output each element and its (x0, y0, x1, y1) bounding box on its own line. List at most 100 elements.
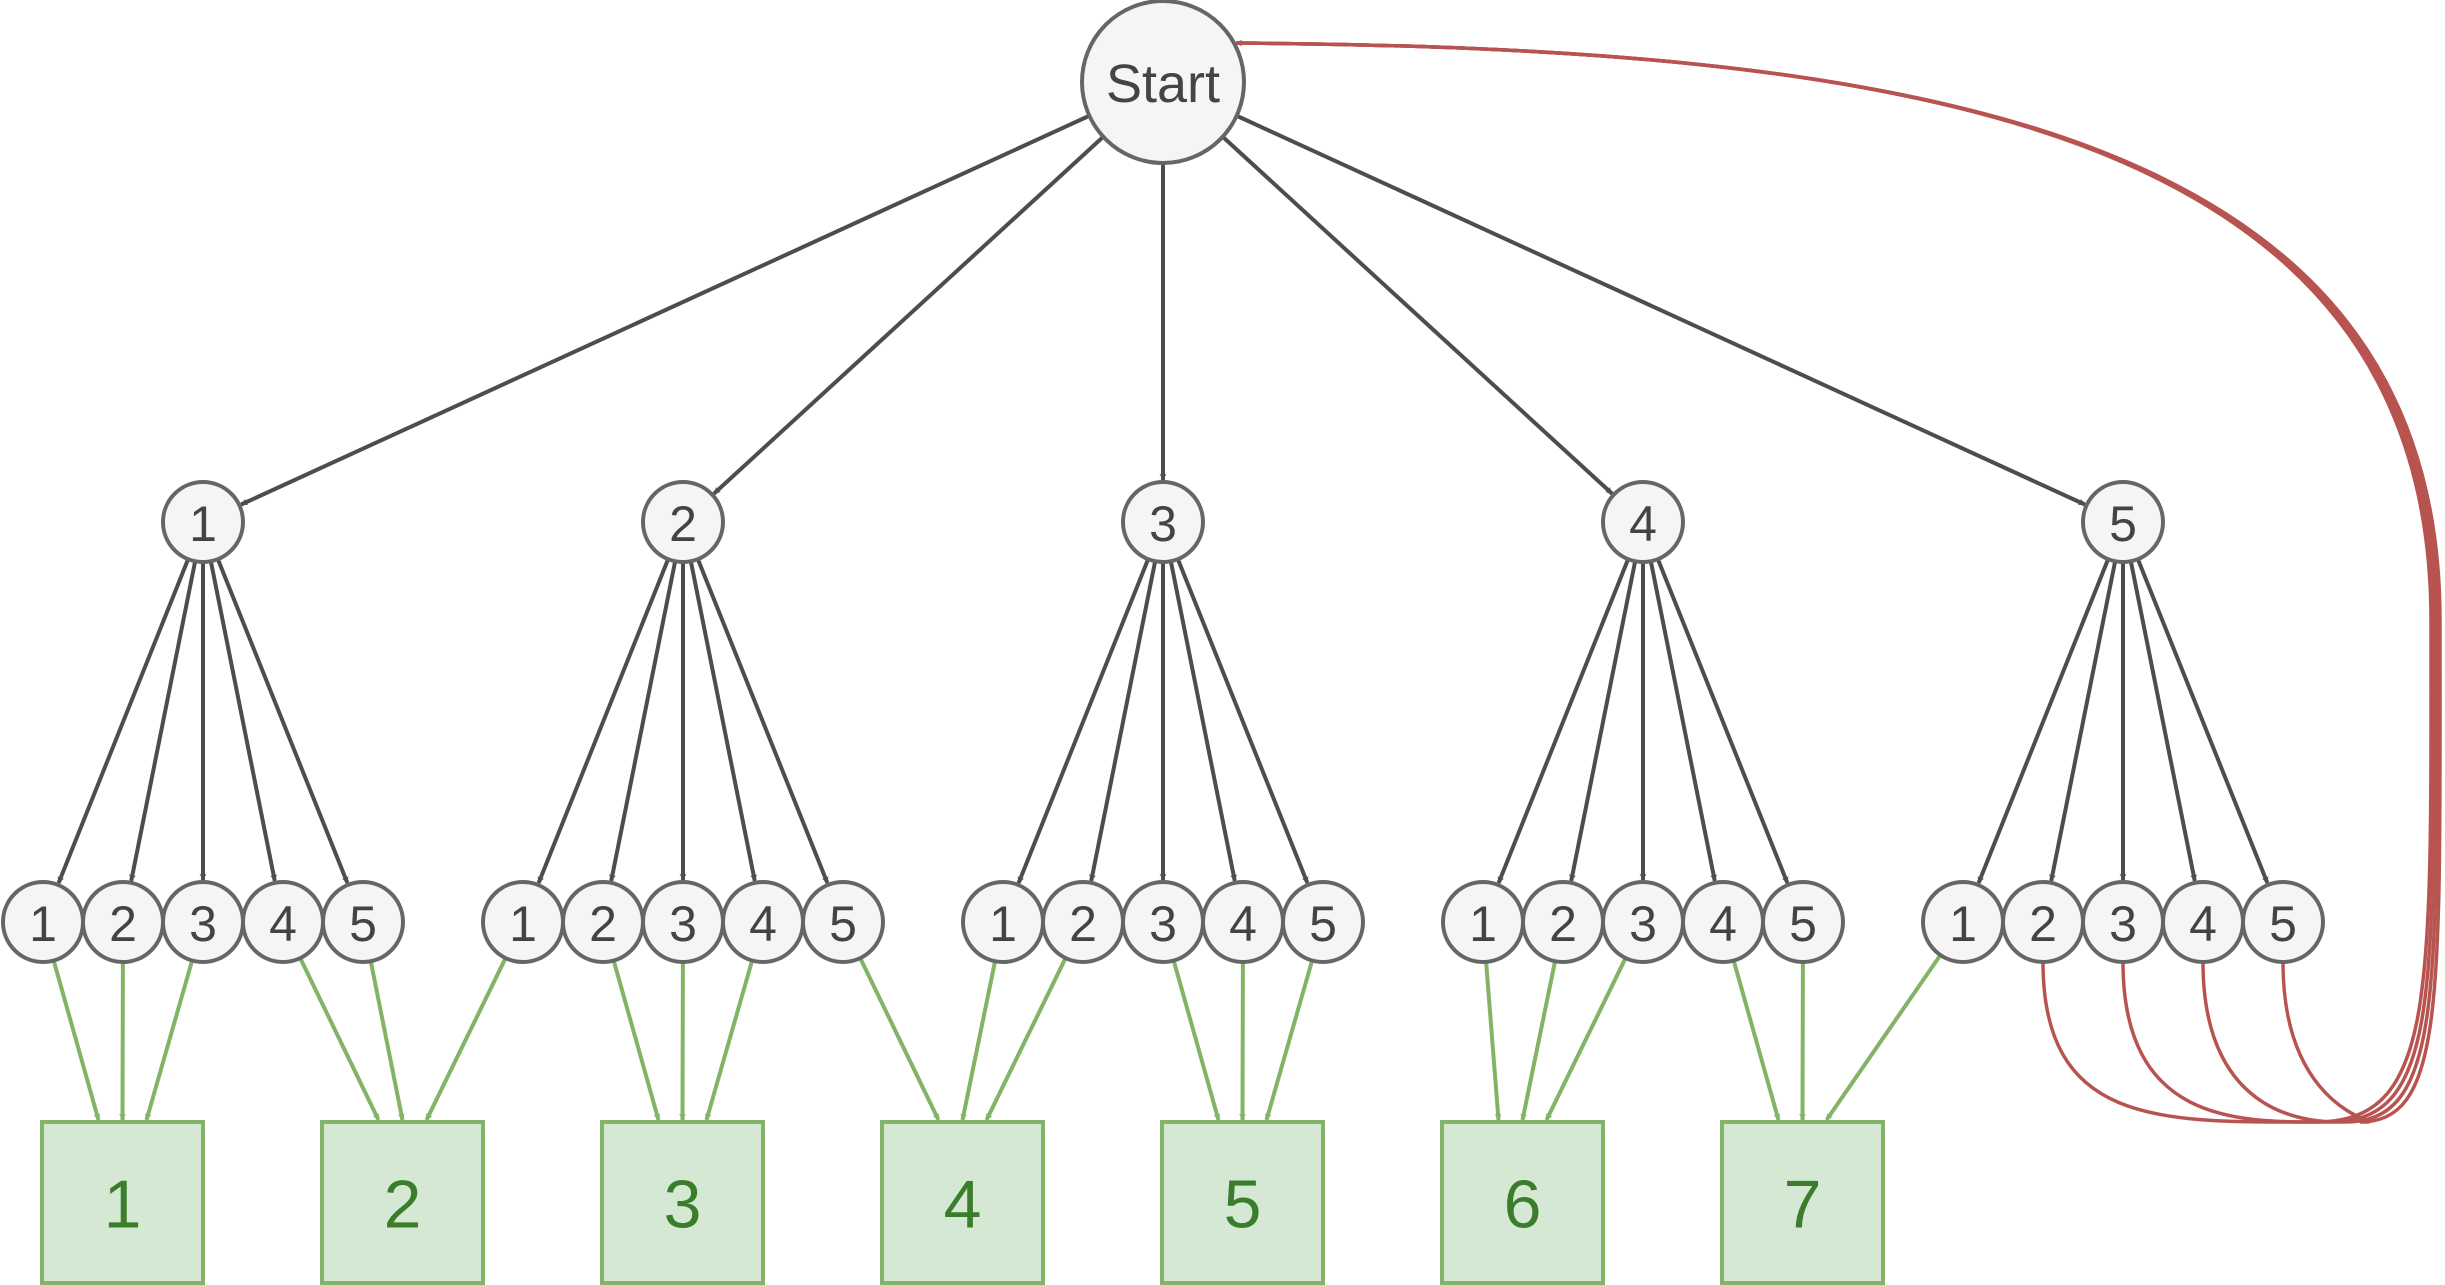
edge-g4-n1-to-result-6 (1484, 961, 1502, 1121)
edge-l1-2-to-l2-5 (695, 558, 830, 884)
level2-node-label: 1 (29, 896, 57, 952)
level2-node-g2-1[interactable]: 1 (481, 880, 565, 964)
edge-g4-n4-to-result-7 (1731, 960, 1781, 1121)
edge-g5-n4-loop-to-start (1235, 41, 2439, 1124)
level2-node-g5-2[interactable]: 2 (2001, 880, 2085, 964)
level2-node-g5-5[interactable]: 5 (2241, 880, 2325, 964)
edge-start-to-l1-1 (240, 113, 1091, 507)
edge-g5-n3-loop-to-start (1235, 41, 2436, 1124)
edge-l1-4-to-l2-1 (1496, 558, 1631, 884)
level2-node-circle (801, 880, 885, 964)
level2-node-label: 2 (109, 896, 137, 952)
level2-node-label: 3 (669, 896, 697, 952)
edge-l1-4-to-l2-2 (1569, 560, 1638, 882)
edge-g2-n5-to-result-4 (858, 957, 941, 1121)
edge-l1-3-to-l2-5 (1175, 558, 1310, 884)
edge-g5-n5-loop-to-start (1235, 41, 2442, 1124)
result-box-7[interactable]: 7 (1720, 1120, 1885, 1285)
result-box-1[interactable]: 1 (40, 1120, 205, 1285)
level2-node-g5-1[interactable]: 1 (1921, 880, 2005, 964)
level1-node-label: 4 (1629, 496, 1657, 552)
level2-node-g1-3[interactable]: 3 (161, 880, 245, 964)
start-node-circle (1080, 0, 1246, 165)
edge-g2-n4-to-result-3 (704, 959, 755, 1121)
level2-node-g4-2[interactable]: 2 (1521, 880, 1605, 964)
edge-l1-1-to-l2-2 (129, 560, 198, 882)
result-box-rect (880, 1120, 1045, 1285)
level2-node-label: 3 (189, 896, 217, 952)
level1-node-1[interactable]: 1 (161, 480, 245, 564)
level2-node-g1-1[interactable]: 1 (1, 880, 85, 964)
level2-node-g1-4[interactable]: 4 (241, 880, 325, 964)
edge-l1-4-to-l2-4 (1648, 560, 1717, 882)
level1-node-circle (1121, 480, 1205, 564)
level2-node-g5-4[interactable]: 4 (2161, 880, 2245, 964)
edge-l1-5-to-l2-4 (2128, 560, 2197, 882)
level2-node-label: 2 (589, 896, 617, 952)
level1-node-circle (161, 480, 245, 564)
level2-node-label: 4 (269, 896, 297, 952)
level1-node-circle (1601, 480, 1685, 564)
level2-node-g2-5[interactable]: 5 (801, 880, 885, 964)
edge-g1-n5-to-result-2 (368, 960, 405, 1121)
edges-layer (51, 39, 2442, 1124)
edge-g5-n2-loop-to-start (1235, 39, 2433, 1124)
level2-node-g5-3[interactable]: 3 (2081, 880, 2165, 964)
edge-g3-n2-to-result-4 (984, 957, 1068, 1121)
edge-start-to-l1-5 (1235, 113, 2086, 507)
edge-l1-2-to-l2-4 (688, 560, 757, 882)
edge-g2-n2-to-result-3 (611, 960, 661, 1121)
edge-start-to-l1-2 (712, 135, 1105, 496)
edge-start-to-l1-4 (1221, 135, 1614, 496)
level2-node-circle (2241, 880, 2325, 964)
result-box-label: 1 (104, 1167, 142, 1243)
level2-node-label: 4 (1709, 896, 1737, 952)
level2-node-label: 5 (349, 896, 377, 952)
edge-g3-n5-to-result-5 (1264, 959, 1315, 1121)
start-node-label: Start (1106, 54, 1220, 114)
level1-node-5[interactable]: 5 (2081, 480, 2165, 564)
level1-node-2[interactable]: 2 (641, 480, 725, 564)
level2-node-label: 3 (1149, 896, 1177, 952)
level2-node-g1-2[interactable]: 2 (81, 880, 165, 964)
level2-node-g4-1[interactable]: 1 (1441, 880, 1525, 964)
level2-node-label: 3 (2109, 896, 2137, 952)
level1-node-4[interactable]: 4 (1601, 480, 1685, 564)
level2-node-g4-3[interactable]: 3 (1601, 880, 1685, 964)
level2-node-g3-2[interactable]: 2 (1041, 880, 1125, 964)
level2-node-g3-5[interactable]: 5 (1281, 880, 1365, 964)
level2-node-g2-4[interactable]: 4 (721, 880, 805, 964)
level2-node-label: 2 (1069, 896, 1097, 952)
level2-node-label: 5 (829, 896, 857, 952)
level1-node-label: 1 (189, 496, 217, 552)
result-box-4[interactable]: 4 (880, 1120, 1045, 1285)
result-box-6[interactable]: 6 (1440, 1120, 1605, 1285)
level2-node-g3-4[interactable]: 4 (1201, 880, 1285, 964)
edge-g2-n1-to-result-2 (424, 957, 508, 1121)
result-box-rect (40, 1120, 205, 1285)
level2-node-label: 3 (1629, 896, 1657, 952)
level2-node-g2-2[interactable]: 2 (561, 880, 645, 964)
result-box-2[interactable]: 2 (320, 1120, 485, 1285)
edge-l1-3-to-l2-2 (1089, 560, 1158, 882)
edge-g4-n2-to-result-6 (1520, 960, 1558, 1121)
level1-node-3[interactable]: 3 (1121, 480, 1205, 564)
level2-node-g1-5[interactable]: 5 (321, 880, 405, 964)
level2-node-g3-3[interactable]: 3 (1121, 880, 1205, 964)
edge-l1-5-to-l2-5 (2135, 558, 2270, 884)
edge-g1-n1-to-result-1 (51, 960, 101, 1121)
level2-node-label: 5 (2269, 896, 2297, 952)
level2-node-label: 2 (1549, 896, 1577, 952)
level2-node-g4-4[interactable]: 4 (1681, 880, 1765, 964)
result-box-5[interactable]: 5 (1160, 1120, 1325, 1285)
edge-g1-n3-to-result-1 (144, 959, 195, 1121)
start-node[interactable]: Start (1080, 0, 1246, 165)
result-box-3[interactable]: 3 (600, 1120, 765, 1285)
level2-node-g2-3[interactable]: 3 (641, 880, 725, 964)
result-box-label: 2 (384, 1167, 422, 1243)
level2-node-g3-1[interactable]: 1 (961, 880, 1045, 964)
level2-node-g4-5[interactable]: 5 (1761, 880, 1845, 964)
level1-node-label: 2 (669, 496, 697, 552)
